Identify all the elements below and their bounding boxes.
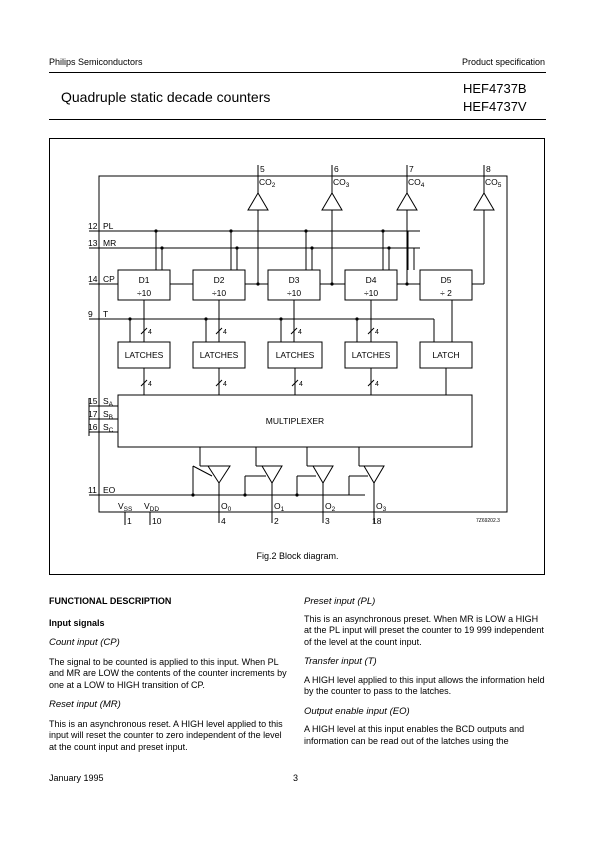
pin-name-eo: EO <box>103 485 116 495</box>
pin-number-t: 9 <box>88 309 93 319</box>
pin-number-cp: 14 <box>88 274 98 284</box>
output-name-1: O1 <box>274 501 285 513</box>
latch-label-1: LATCHES <box>125 350 164 360</box>
pin-number-mr: 13 <box>88 238 98 248</box>
count-input-body: The signal to be counted is applied to t… <box>49 656 287 690</box>
output-name-3: O3 <box>376 501 387 513</box>
counter-name-4: D4 <box>366 275 377 285</box>
bus-width-3: 4 <box>298 329 302 336</box>
latch-label-3: LATCHES <box>276 350 315 360</box>
output-pin-0: 4 <box>221 516 226 526</box>
counter-box-5 <box>419 269 473 301</box>
counter-name-2: D2 <box>214 275 225 285</box>
pin-name-sb: SB <box>103 409 113 421</box>
preset-input-heading: Preset input (PL) <box>304 596 376 607</box>
functional-heading: FUNCTIONAL DESCRIPTION <box>49 596 172 606</box>
supply-pin-vdd: 10 <box>152 516 162 526</box>
top-pin-number-2: 6 <box>334 164 339 174</box>
output-name-2: O2 <box>325 501 336 513</box>
bus-width-2: 4 <box>223 329 227 336</box>
pin-number-eo: 11 <box>88 485 97 495</box>
pin-number-sa: 15 <box>88 396 98 406</box>
count-input-heading: Count input (CP) <box>49 637 120 648</box>
enable-input-heading: Output enable input (EO) <box>304 705 410 717</box>
bus-width-6: 4 <box>223 381 227 388</box>
footer-date: January 1995 <box>49 773 104 783</box>
pin-name-t: T <box>103 309 108 319</box>
company-name: Philips Semiconductors <box>49 57 143 67</box>
top-pin-number-1: 5 <box>260 164 265 174</box>
counter-name-1: D1 <box>139 275 150 285</box>
enable-input-body: A HIGH level at this input enables the B… <box>304 724 525 746</box>
transfer-input-heading: Transfer input (T) <box>304 656 377 667</box>
figure-frame <box>49 138 545 575</box>
bus-width-4: 4 <box>375 329 379 336</box>
ic-outline <box>98 175 508 513</box>
pin-name-pl: PL <box>103 221 114 231</box>
document-type: Product specification <box>461 57 545 67</box>
top-pin-number-3: 7 <box>409 164 414 174</box>
pin-name-cp: CP <box>103 274 115 284</box>
top-pin-number-4: 8 <box>486 164 491 174</box>
part-numbers: HEF4737B HEF4737V <box>463 80 527 116</box>
pin-name-sc: SC <box>103 422 114 434</box>
output-pin-2: 3 <box>325 516 330 526</box>
latch-label-4: LATCHES <box>352 350 391 360</box>
bus-width-5: 4 <box>148 381 152 388</box>
output-name-0: O0 <box>221 501 232 513</box>
figure-ref-code: 7Z69202.3 <box>476 518 500 524</box>
header-rule-top <box>49 72 546 73</box>
counter-div-4: ÷10 <box>364 288 378 298</box>
part-number-v: HEF4737V <box>463 99 527 114</box>
pin-number-sb: 17 <box>88 409 98 419</box>
output-pin-1: 2 <box>274 516 279 526</box>
header-rule-bottom <box>49 119 546 120</box>
supply-pin-vss: 1 <box>127 516 132 526</box>
pin-number-pl: 12 <box>88 221 98 231</box>
part-number-b: HEF4737B <box>463 81 527 96</box>
reset-input-heading: Reset input (MR) <box>49 699 121 710</box>
bus-width-7: 4 <box>299 381 303 388</box>
page-title: Quadruple static decade counters <box>61 89 271 105</box>
latch-label-5: LATCH <box>432 350 459 360</box>
top-pin-name-1: CO2 <box>259 177 276 189</box>
bus-width-8: 4 <box>375 381 379 388</box>
multiplexer-label: MULTIPLEXER <box>266 416 324 426</box>
left-column: FUNCTIONAL DESCRIPTION Input signals Cou… <box>49 596 289 753</box>
input-signals-heading: Input signals <box>49 617 105 628</box>
counter-div-5: ÷ 2 <box>440 288 452 298</box>
top-pin-name-2: CO3 <box>333 177 350 189</box>
counter-div-2: ÷10 <box>212 288 226 298</box>
counter-name-3: D3 <box>289 275 300 285</box>
multiplexer-box <box>117 394 473 448</box>
pin-name-mr: MR <box>103 238 116 248</box>
counter-div-3: ÷10 <box>287 288 301 298</box>
output-pin-3: 18 <box>372 516 382 526</box>
page-number: 3 <box>293 773 299 783</box>
counter-div-1: ÷10 <box>137 288 151 298</box>
latch-label-2: LATCHES <box>200 350 239 360</box>
figure-caption: Fig.2 Block diagram. <box>256 551 339 561</box>
reset-input-body: This is an asynchronous reset. A HIGH le… <box>49 718 283 752</box>
supply-name-vdd: VDD <box>144 501 159 513</box>
pin-name-sa: SA <box>103 396 114 408</box>
top-pin-name-4: CO5 <box>485 177 502 189</box>
counter-name-5: D5 <box>441 275 452 285</box>
preset-input-body: This is an asynchronous preset. When MR … <box>304 613 544 647</box>
top-pin-name-3: CO4 <box>408 177 425 189</box>
right-column: Preset input (PL) This is an asynchronou… <box>304 596 546 747</box>
pin-number-sc: 16 <box>88 422 98 432</box>
bus-width-1: 4 <box>148 329 152 336</box>
supply-name-vss: VSS <box>118 501 133 513</box>
transfer-input-body: A HIGH level applied to this input allow… <box>304 674 545 697</box>
